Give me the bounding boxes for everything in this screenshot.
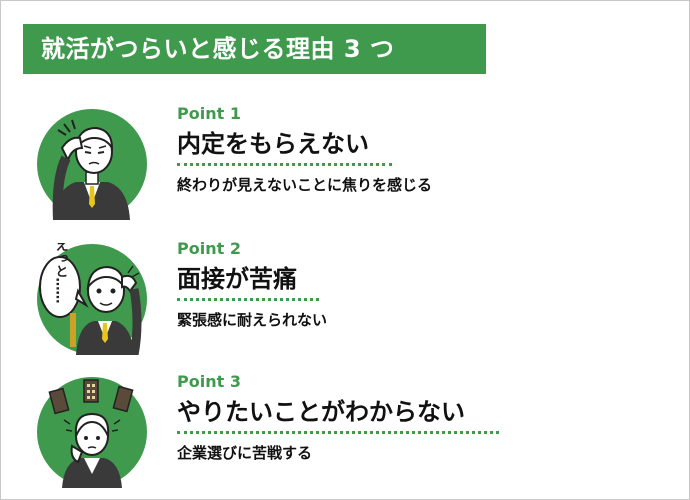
point-label: Point 3 bbox=[177, 372, 241, 391]
point-heading: やりたいことがわからない bbox=[177, 398, 465, 426]
nervous-interviewee-icon: えっと…… bbox=[37, 243, 147, 355]
dotted-divider bbox=[177, 163, 392, 166]
point-description: 企業選びに苦戦する bbox=[177, 444, 313, 462]
dotted-divider bbox=[177, 298, 319, 301]
point-heading: 内定をもらえない bbox=[177, 130, 369, 158]
confused-woman-buildings-icon bbox=[37, 377, 147, 488]
point-description: 終わりが見えないことに焦りを感じる bbox=[177, 176, 433, 194]
point-description: 緊張感に耐えられない bbox=[177, 311, 328, 329]
dotted-divider bbox=[177, 431, 499, 434]
speech-bubble-text: えっと…… bbox=[53, 243, 68, 304]
point-item-2: えっと…… Point 2 面接が苦痛 緊張感に耐えられない bbox=[0, 235, 690, 355]
point-label: Point 1 bbox=[177, 104, 241, 123]
point-item-1: Point 1 内定をもらえない 終わりが見えないことに焦りを感じる bbox=[0, 100, 690, 220]
worried-businessman-icon bbox=[37, 109, 147, 220]
point-heading: 面接が苦痛 bbox=[177, 265, 297, 293]
point-label: Point 2 bbox=[177, 239, 241, 258]
point-item-3: Point 3 やりたいことがわからない 企業選びに苦戦する bbox=[0, 368, 690, 488]
page-title: 就活がつらいと感じる理由 3 つ bbox=[23, 24, 486, 74]
